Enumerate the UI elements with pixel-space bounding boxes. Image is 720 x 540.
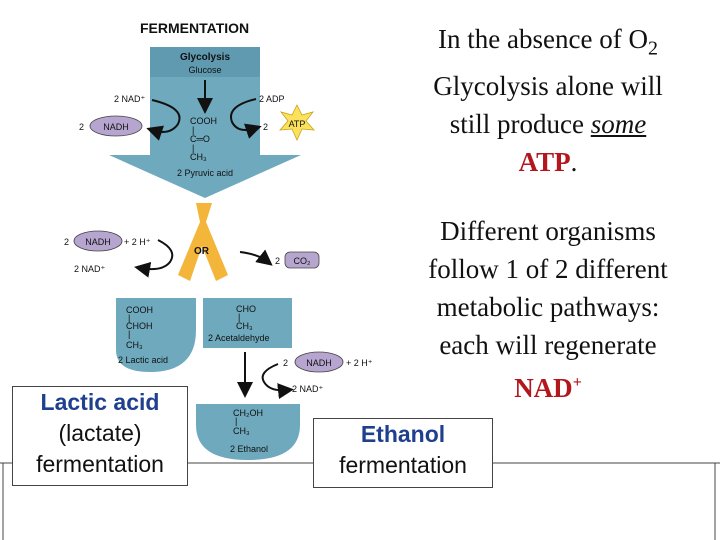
atp-coef: 2 <box>263 122 268 132</box>
absence-line-4: ATP. <box>393 143 703 181</box>
organisms-line-5: NAD+ <box>393 364 703 407</box>
glycolysis-label: Glycolysis <box>180 52 230 63</box>
h-plus-right: + 2 H⁺ <box>346 358 373 368</box>
lactic-label-line-3: fermentation <box>36 451 164 477</box>
nad-red-text: NAD <box>514 373 573 403</box>
absence-line-2: Glycolysis alone will <box>433 71 663 102</box>
lactic-label-line-1: Lactic acid <box>40 389 160 415</box>
absence-line-3: still produce some <box>393 105 703 143</box>
co2-badge <box>284 251 320 269</box>
atp-cycle-arrow <box>230 98 262 139</box>
nadh-top-coef: 2 <box>79 122 84 132</box>
nadh-mid-label: NADH <box>85 237 111 247</box>
lactic-choh: CHOH <box>126 321 153 331</box>
o2-subscript: 2 <box>647 37 658 60</box>
ethanol-ch3: CH₃ <box>233 426 250 436</box>
pyruvic-acid-label: 2 Pyruvic acid <box>177 168 233 178</box>
pyruvate-bond-1: | <box>192 125 194 135</box>
lactic-cooh: COOH <box>126 305 153 315</box>
ethanol-ch2oh: CH₂OH <box>233 408 263 418</box>
lactic-bond-2: | <box>128 329 130 339</box>
acetaldehyde-box <box>203 298 292 348</box>
organisms-line-1: Different organisms <box>440 216 656 246</box>
acetaldehyde-cho: CHO <box>236 304 256 314</box>
ethanol-label-line-1: Ethanol <box>360 421 446 447</box>
nad-cycle-right-arrow <box>261 363 294 400</box>
some-underlined: some <box>590 109 647 140</box>
organisms-line-4: each will regenerate <box>439 330 657 360</box>
pyruvate-ch3: CH₃ <box>190 152 207 162</box>
glucose-label: Glucose <box>188 65 221 75</box>
nad-plus-top: 2 NAD⁺ <box>114 94 146 104</box>
pyruvate-cooh: COOH <box>190 116 217 126</box>
lactic-acid-label: 2 Lactic acid <box>118 355 168 365</box>
or-label: OR <box>194 246 210 257</box>
glycolysis-header <box>150 47 260 77</box>
co2-coef: 2 <box>275 256 280 266</box>
organisms-line-2: follow 1 of 2 different <box>428 254 668 284</box>
lactic-acid-bowl <box>116 298 196 372</box>
absence-line-1: In the absence of O2 <box>393 20 703 67</box>
ethanol-bowl <box>196 404 300 460</box>
absence-of-o2-text: In the absence of O2 Glycolysis alone wi… <box>393 20 703 181</box>
atp-red-text: ATP <box>518 147 571 178</box>
lactic-structure: COOH | CHOH | CH₃ <box>126 305 153 350</box>
nadh-right-label: NADH <box>306 358 332 368</box>
ethanol-structure: CH₂OH | CH₃ <box>233 408 263 436</box>
co2-label: CO₂ <box>294 256 312 266</box>
nadh-mid-oval <box>73 230 123 252</box>
acetaldehyde-structure: CHO | CH₃ <box>236 304 256 331</box>
adp-label: 2 ADP <box>259 94 285 104</box>
atp-period: . <box>570 147 578 178</box>
ethanol-label: 2 Ethanol <box>230 444 268 454</box>
nadh-mid-coef: 2 <box>64 237 69 247</box>
lactic-fermentation-label-box: Lactic acid (lactate) fermentation <box>12 386 188 486</box>
nad-cycle-top-arrow <box>146 99 181 141</box>
nadh-top-label: NADH <box>103 122 129 132</box>
absence-line-3-text: still produce <box>449 109 591 140</box>
acetaldehyde-bond: | <box>238 312 240 322</box>
nadh-right-coef: 2 <box>283 358 288 368</box>
nadh-top-oval <box>89 115 143 137</box>
ethanol-bond: | <box>235 416 237 426</box>
co2-arrow <box>239 249 273 266</box>
atp-star-icon <box>279 104 315 141</box>
nad-plus-right: 2 NAD⁺ <box>292 384 324 394</box>
lactic-label-line-2: (lactate) <box>58 420 142 446</box>
lactic-bond-1: | <box>128 313 130 323</box>
diagram-title: FERMENTATION <box>140 20 249 36</box>
organisms-line-3: metabolic pathways: <box>436 292 660 322</box>
atp-label: ATP <box>289 119 306 129</box>
acetaldehyde-ch3: CH₃ <box>236 321 253 331</box>
ethanol-fermentation-label-box: Ethanol fermentation <box>313 418 493 488</box>
acetaldehyde-label: 2 Acetaldehyde <box>208 333 270 343</box>
pyruvate-bond-2: | <box>192 143 194 153</box>
nad-cycle-mid-arrow <box>134 239 174 278</box>
or-fork <box>178 203 228 281</box>
nadh-right-oval <box>294 351 344 373</box>
glycolysis-arrow <box>109 47 301 198</box>
lactic-ch3: CH₃ <box>126 340 143 350</box>
pyruvate-structure: COOH | C═O | CH₃ <box>190 116 217 162</box>
different-organisms-text: Different organisms follow 1 of 2 differ… <box>393 212 703 407</box>
absence-line-1-text: In the absence of O <box>438 24 648 54</box>
nad-plus-mid: 2 NAD⁺ <box>74 264 106 274</box>
pyruvate-co: C═O <box>190 134 210 144</box>
nad-plus-superscript: + <box>572 374 582 391</box>
h-plus-mid: + 2 H⁺ <box>124 237 151 247</box>
ethanol-label-line-2: fermentation <box>339 452 467 478</box>
